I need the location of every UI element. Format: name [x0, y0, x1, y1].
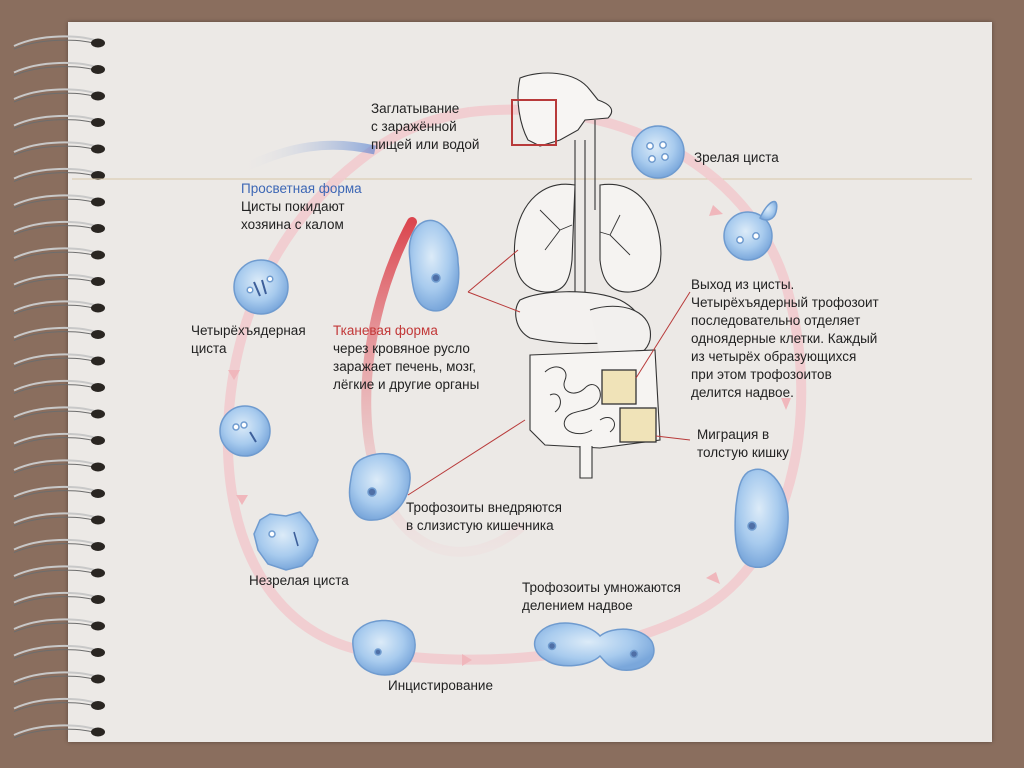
immature-cyst-cell	[253, 511, 319, 571]
spiral-ring	[13, 141, 105, 156]
spiral-ring	[13, 459, 105, 474]
lumen-form-arrow	[237, 140, 376, 175]
cells	[219, 125, 789, 676]
label-lumen-form-title: Просветная форма	[241, 181, 362, 196]
label-ingestion-line-3: пищей или водой	[371, 137, 480, 152]
mouth-callout	[511, 99, 557, 146]
label-trophozoites-multiply-line-1: Трофозоиты умножаются	[522, 580, 681, 595]
tissue-trophozoite-cell	[408, 219, 460, 312]
spiral-ring	[13, 88, 105, 103]
spiral-ring	[13, 512, 105, 527]
spiral-ring	[13, 326, 105, 341]
two-nucleus-cyst-cell	[219, 405, 271, 457]
spiral-ring	[13, 485, 105, 500]
spiral-ring	[13, 406, 105, 421]
spiral-ring	[13, 247, 105, 262]
label-excystation-line-4: из четырёх образующихся	[691, 349, 857, 364]
spiral-ring	[13, 273, 105, 288]
spiral-ring	[13, 379, 105, 394]
label-ingestion: Заглатывание с заражённой пищей или водо…	[371, 100, 479, 154]
label-tissue-form: Тканевая форма через кровяное русло зара…	[333, 322, 479, 394]
spiral-ring	[13, 220, 105, 235]
label-trophozoites-multiply-line-2: делением надвое	[522, 598, 633, 613]
label-tissue-form-line-3: лёгкие и другие органы	[333, 377, 480, 392]
label-trophozoites-invade-line-2: в слизистую кишечника	[406, 518, 554, 533]
label-ingestion-line-2: с заражённой	[371, 119, 457, 134]
label-lumen-form: Просветная форма Цисты покидают хозяина …	[241, 180, 362, 234]
label-tissue-form-line-2: заражает печень, мозг,	[333, 359, 477, 374]
dividing-trophozoite-cell	[533, 622, 655, 671]
spiral-ring	[13, 35, 105, 50]
label-excystation-line-5: при этом трофозоитов	[691, 367, 832, 382]
label-excystation-line-3: одноядерные клетки. Каждый	[691, 331, 878, 346]
spiral-ring	[13, 618, 105, 633]
spiral-ring	[13, 591, 105, 606]
label-lumen-form-line-1: Цисты покидают	[241, 199, 345, 214]
label-tissue-form-line-1: через кровяное русло	[333, 341, 470, 356]
spiral-ring	[13, 671, 105, 686]
spiral-ring	[13, 353, 105, 368]
migrating-trophozoite-cell	[734, 468, 789, 568]
spiral-ring	[13, 565, 105, 580]
spiral-ring	[13, 194, 105, 209]
pointer-lines	[407, 249, 691, 496]
spiral-ring	[13, 114, 105, 129]
label-migration-line-2: толстую кишку	[697, 445, 789, 460]
spiral-rings	[13, 35, 105, 739]
label-excystation-title: Выход из цисты.	[691, 277, 795, 292]
spiral-ring	[13, 300, 105, 315]
label-excystation-line-6: делится надвое.	[691, 385, 794, 400]
label-encystation: Инцистирование	[388, 678, 493, 693]
spiral-ring	[13, 432, 105, 447]
label-trophozoites-multiply: Трофозоиты умножаются делением надвое	[522, 579, 681, 615]
label-tissue-form-title: Тканевая форма	[333, 323, 438, 338]
label-excystation: Выход из цисты. Четырёхъядерный трофозои…	[691, 276, 879, 402]
encysting-cell	[352, 619, 416, 676]
label-migration-line-1: Миграция в	[697, 427, 770, 442]
label-four-nucleus-cyst-line-2: циста	[191, 341, 227, 356]
human-anatomy	[513, 72, 662, 479]
spiral-ring	[13, 167, 105, 182]
label-lumen-form-line-2: хозяина с калом	[241, 217, 344, 232]
spiral-ring	[13, 538, 105, 553]
label-mature-cyst: Зрелая циста	[694, 150, 779, 165]
label-trophozoites-invade: Трофозоиты внедряются в слизистую кишечн…	[406, 499, 562, 535]
cycle-ring	[222, 104, 807, 665]
label-trophozoites-invade-line-1: Трофозоиты внедряются	[406, 500, 562, 515]
spiral-ring	[13, 724, 105, 739]
label-four-nucleus-cyst: Четырёхъядерная циста	[191, 322, 306, 358]
cycle-arrowheads	[228, 205, 791, 666]
invading-trophozoite-cell	[348, 452, 411, 521]
label-migration: Миграция в толстую кишку	[697, 426, 789, 462]
spiral-ring	[13, 644, 105, 659]
mature-cyst-cell	[631, 125, 685, 179]
label-four-nucleus-cyst-line-1: Четырёхъядерная	[191, 323, 306, 338]
label-ingestion-line-1: Заглатывание	[371, 101, 460, 116]
four-nucleus-cyst-cell	[233, 259, 289, 315]
spiral-ring	[13, 61, 105, 76]
label-excystation-line-2: последовательно отделяет	[691, 313, 861, 328]
spiral-ring	[13, 697, 105, 712]
label-excystation-line-1: Четырёхъядерный трофозоит	[691, 295, 879, 310]
label-immature-cyst: Незрелая циста	[249, 573, 349, 588]
excysting-cell	[723, 200, 778, 261]
